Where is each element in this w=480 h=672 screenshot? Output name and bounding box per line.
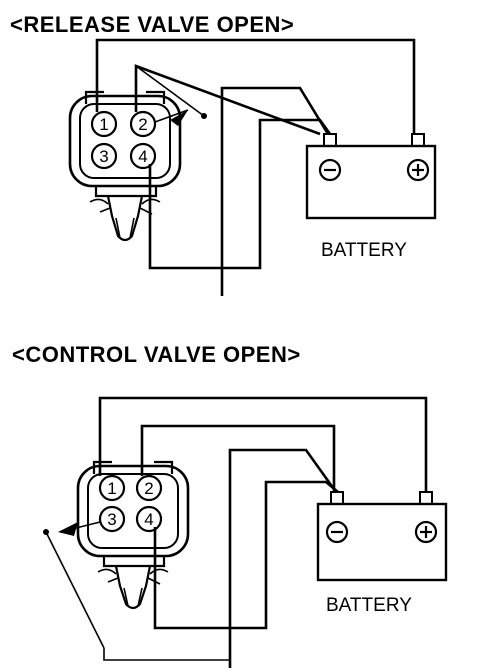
connector-2: 1 2 3 4 [76, 460, 190, 610]
svg-text:3: 3 [99, 147, 108, 166]
svg-text:1: 1 [107, 479, 116, 498]
release-valve-title: <RELEASE VALVE OPEN> [10, 12, 294, 37]
pin-4: 4 [129, 142, 157, 170]
control-valve-title: <CONTROL VALVE OPEN> [12, 342, 301, 367]
svg-text:2: 2 [138, 115, 147, 134]
pin-2: 2 [129, 110, 157, 138]
pin-1: 1 [90, 110, 118, 138]
pin-2: 2 [135, 474, 163, 502]
battery-label-1: BATTERY [321, 240, 407, 261]
svg-text:4: 4 [138, 147, 147, 166]
negative-terminal-icon [318, 158, 342, 182]
wires-1 [95, 38, 416, 296]
connector-1: 1 2 3 4 [68, 90, 182, 242]
positive-terminal-icon [414, 520, 438, 544]
battery-2 [316, 491, 448, 582]
battery-1 [305, 133, 437, 220]
pin-3: 3 [98, 505, 126, 533]
pin-1: 1 [98, 474, 126, 502]
pin-4: 4 [135, 505, 163, 533]
negative-terminal-icon [325, 520, 349, 544]
positive-terminal-icon [406, 158, 430, 182]
wires-2 [43, 396, 428, 668]
control-valve-diagram: <CONTROL VALVE OPEN> BATTERY [12, 342, 448, 668]
svg-text:2: 2 [144, 479, 153, 498]
svg-text:3: 3 [107, 510, 116, 529]
release-valve-diagram: <RELEASE VALVE OPEN> BATTERY [10, 12, 437, 296]
battery-label-2: BATTERY [326, 595, 412, 616]
svg-text:4: 4 [144, 510, 153, 529]
svg-text:1: 1 [99, 115, 108, 134]
pin-3: 3 [90, 142, 118, 170]
